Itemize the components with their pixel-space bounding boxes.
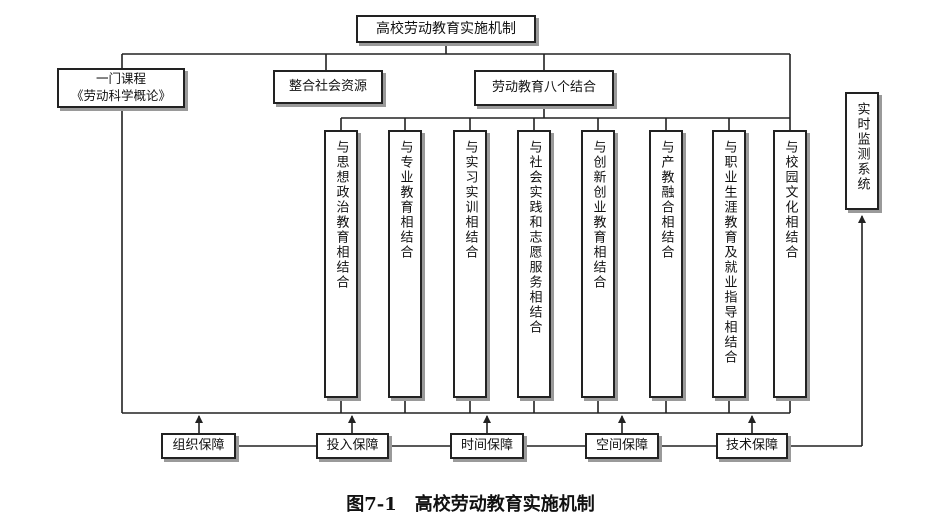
integration-box-5: 与创新创业教育相结合 [581, 130, 615, 398]
social-resources-box: 整合社会资源 [273, 70, 383, 104]
guarantee-label-3: 时间保障 [460, 438, 513, 454]
integration-label-5: 与创新创业教育相结合 [590, 140, 606, 290]
monitoring-system-box: 实时监测系统 [845, 92, 879, 210]
integration-label-4: 与社会实践和志愿服务相结合 [526, 140, 542, 335]
main-title-box: 高校劳动教育实施机制 [356, 15, 536, 43]
guarantee-label-1: 组织保障 [172, 438, 225, 454]
eight-integrations-box: 劳动教育八个结合 [474, 70, 614, 106]
integration-box-1: 与思想政治教育相结合 [324, 130, 358, 398]
guarantee-label-2: 投入保障 [326, 438, 379, 454]
guarantee-organization: 组织保障 [161, 433, 236, 459]
eight-integrations-label: 劳动教育八个结合 [491, 80, 596, 96]
integration-label-6: 与产教融合相结合 [658, 140, 674, 260]
monitoring-system-label: 实时监测系统 [854, 102, 870, 192]
integration-box-2: 与专业教育相结合 [388, 130, 422, 398]
integration-label-7: 与职业生涯教育及就业指导相结合 [721, 140, 737, 365]
integration-label-8: 与校园文化相结合 [782, 140, 798, 260]
guarantee-label-4: 空间保障 [595, 438, 648, 454]
guarantee-space: 空间保障 [585, 433, 659, 459]
guarantee-time: 时间保障 [450, 433, 524, 459]
integration-box-6: 与产教融合相结合 [649, 130, 683, 398]
integration-box-8: 与校园文化相结合 [773, 130, 807, 398]
guarantee-technology: 技术保障 [716, 433, 788, 459]
integration-label-3: 与实习实训相结合 [462, 140, 478, 260]
integration-box-7: 与职业生涯教育及就业指导相结合 [712, 130, 746, 398]
integration-box-4: 与社会实践和志愿服务相结合 [517, 130, 551, 398]
guarantee-investment: 投入保障 [316, 433, 389, 459]
course-line-1: 一门课程 [95, 71, 146, 87]
figure-caption: 图7-1 高校劳动教育实施机制 [346, 494, 595, 515]
integration-label-2: 与专业教育相结合 [397, 140, 413, 260]
course-line-2: 《劳动科学概论》 [70, 88, 171, 103]
integration-box-3: 与实习实训相结合 [453, 130, 487, 398]
integration-label-1: 与思想政治教育相结合 [333, 140, 349, 290]
guarantee-label-5: 技术保障 [725, 438, 778, 454]
main-title: 高校劳动教育实施机制 [376, 20, 516, 37]
social-resources-label: 整合社会资源 [288, 79, 367, 95]
course-box: 一门课程 《劳动科学概论》 [57, 68, 185, 108]
